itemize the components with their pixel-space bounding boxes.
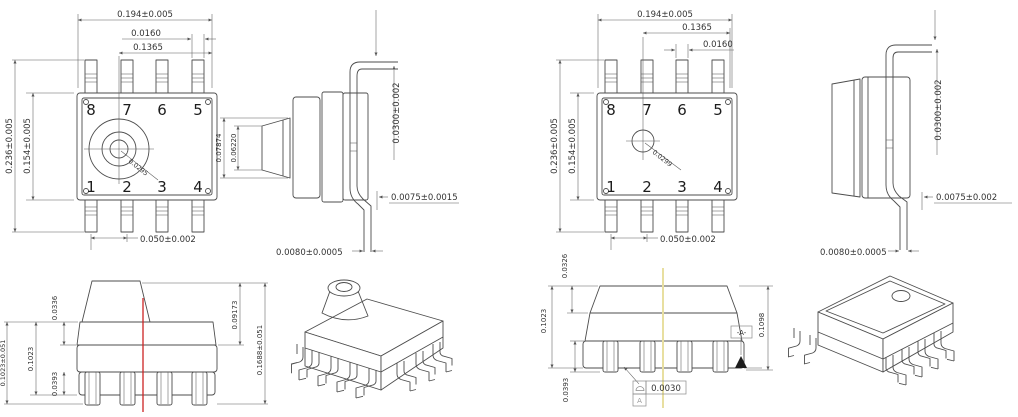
dim-body-length-label: 0.154±0.005	[568, 118, 578, 174]
left-package-top-view: 8 7 6 5 1 2 3 4 0.0295 0.194±0.005 0.016…	[5, 10, 218, 250]
dim-lead-span-label: 0.1365	[682, 23, 712, 33]
port-profile	[261, 117, 291, 179]
leader-line	[120, 150, 159, 181]
gull-wing-lead	[885, 44, 932, 250]
lead-pins-bottom	[84, 199, 205, 233]
pin-number: 8	[86, 101, 96, 119]
dim-body-length-label: 0.154±0.005	[23, 118, 33, 174]
datum-flag: -A-	[730, 325, 753, 368]
port-3d	[321, 279, 369, 321]
dim-overall-width-label: 0.194±0.005	[117, 10, 173, 20]
package-body-outline	[596, 92, 738, 201]
pin-number: 5	[193, 101, 203, 119]
dim-port-inner-label: 0.06220	[230, 134, 238, 163]
lead-pins-top	[604, 59, 725, 94]
left-package-isometric-view	[290, 279, 453, 399]
leads-3d	[787, 328, 955, 386]
leads-3d	[290, 342, 453, 399]
pressure-port-circles	[84, 56, 154, 184]
pin-number: 6	[157, 101, 167, 119]
body-front	[76, 344, 218, 373]
lid-top-3d	[825, 280, 946, 334]
vent-hole	[626, 37, 660, 160]
right-package-isometric-view	[787, 275, 955, 386]
pin-number: 8	[606, 101, 616, 119]
dim-base-height-label: 0.0393	[562, 378, 570, 403]
pin-number: 1	[86, 178, 96, 196]
dim-standoff-label: 0.0075±0.0015	[391, 193, 458, 203]
pin-number: 3	[157, 178, 167, 196]
datum-ref-label: A	[637, 397, 642, 405]
dimensions: 0.0300±0.002 0.0075±0.002 0.0080±0.0005	[820, 10, 1012, 258]
dimensions: 0.194±0.005 0.0160 0.1365 0.236±0.005 0.…	[5, 10, 216, 250]
dim-lead-height-label: 0.0300±0.002	[392, 82, 402, 143]
dim-port-height-label: 0.09173	[231, 301, 239, 330]
right-package-top-view: 8 7 6 5 1 2 3 4 0.0299 0.194±0.005 0.136…	[550, 10, 738, 250]
left-package-side-view: 0.07874 0.06220 0.0300±0.002 0.0075±0.00…	[215, 10, 459, 258]
dim-lead-width-label: 0.0160	[131, 29, 161, 39]
dimensions: 0.194±0.005 0.1365 0.0160 0.236±0.005 0.…	[550, 10, 734, 250]
right-package-side-view: 0.0300±0.002 0.0075±0.002 0.0080±0.0005	[820, 10, 1012, 258]
pin-number: 2	[642, 178, 652, 196]
front-leads	[84, 371, 208, 406]
pin-number: 6	[677, 101, 687, 119]
vent-hole-3d	[891, 290, 911, 302]
pin-number: 4	[193, 178, 203, 196]
feature-control-frame: 0.0030 A	[623, 366, 687, 407]
pin-number: 1	[606, 178, 616, 196]
dim-overall-length-label: 0.236±0.005	[5, 118, 15, 174]
dim-lead-span-label: 0.1365	[133, 43, 163, 53]
pin-number: 2	[122, 178, 132, 196]
dim-overall-width-label: 0.194±0.005	[637, 10, 693, 20]
dim-standoff-label: 0.0075±0.002	[936, 193, 997, 203]
pin-number: 7	[122, 101, 132, 119]
dim-lid-height-label: 0.0326	[561, 253, 569, 278]
pin-number: 4	[713, 178, 723, 196]
datum-triangle-icon	[735, 356, 747, 368]
lead-pins-bottom	[604, 199, 725, 233]
left-package-front-view: 0.1023±0.051 0.1023 0.0336 0.0393 0.0917…	[0, 280, 268, 412]
dim-lead-pitch-label: 0.050±0.002	[140, 235, 196, 245]
dim-lead-thickness-label: 0.0080±0.0005	[820, 248, 887, 258]
dim-base-height-label: 0.0393	[51, 372, 59, 397]
datum-label: -A-	[737, 329, 747, 337]
dim-lead-pitch-label: 0.050±0.002	[660, 235, 716, 245]
dim-lead-width-label: 0.0160	[703, 40, 733, 50]
dim-body-height-label: 0.1023	[27, 347, 35, 372]
pin-number: 5	[713, 101, 723, 119]
base-front	[78, 371, 216, 396]
dimensions: 0.1023±0.051 0.1023 0.0336 0.0393 0.0917…	[0, 282, 268, 405]
leader-line	[644, 142, 682, 171]
dim-port-outer-label: 0.07874	[215, 133, 223, 162]
dimensions: 0.07874 0.06220 0.0300±0.002 0.0075±0.00…	[215, 10, 459, 258]
dim-overall-height-label: 0.1098	[758, 313, 766, 338]
dimensions: 0.0326 0.1023 0.0393 0.1098	[540, 253, 773, 402]
gull-wing-lead	[349, 61, 398, 252]
dim-overall-length-label: 0.236±0.005	[550, 118, 560, 174]
lead-pins-top	[84, 59, 205, 94]
surface-profile-icon	[635, 386, 645, 391]
front-leads	[602, 340, 729, 373]
dim-body-height-label: 0.1023	[540, 309, 548, 334]
dim-overall-height-label: 0.1688±0.051	[256, 325, 264, 375]
dim-lead-thickness-label: 0.0080±0.0005	[276, 248, 343, 258]
dim-height-seating-label: 0.1023±0.051	[0, 340, 7, 387]
pin-number: 7	[642, 101, 652, 119]
port-front	[81, 280, 151, 323]
dim-lead-height-label: 0.0300±0.002	[934, 79, 944, 140]
lid-profile	[831, 78, 861, 198]
dim-lid-height-label: 0.0336	[51, 295, 59, 320]
flatness-tolerance-label: 0.0030	[651, 384, 681, 394]
lid-front	[76, 321, 217, 346]
pin-number: 3	[677, 178, 687, 196]
right-package-front-view: 0.0326 0.1023 0.0393 0.1098 -A- 0.0030	[540, 253, 773, 408]
